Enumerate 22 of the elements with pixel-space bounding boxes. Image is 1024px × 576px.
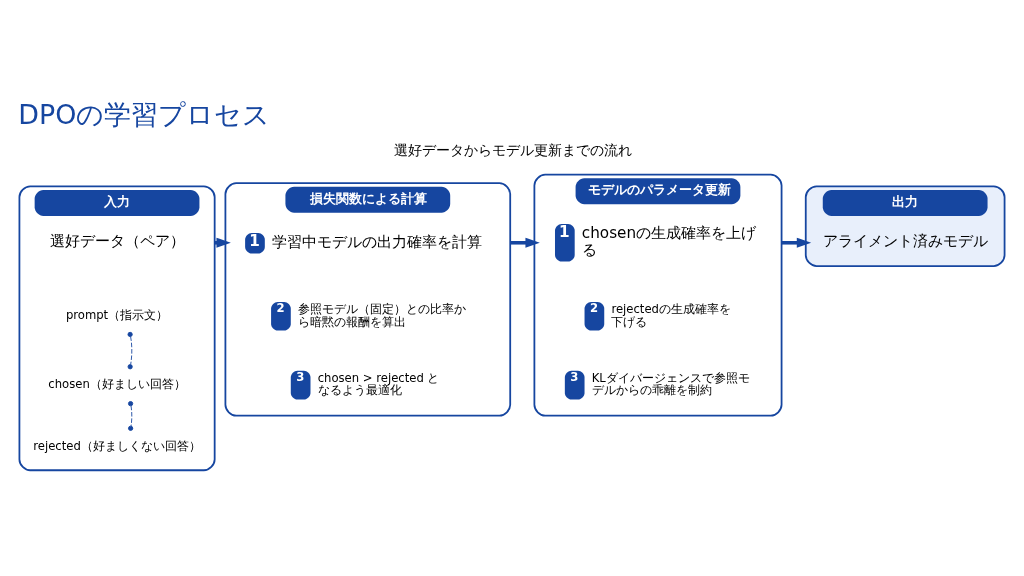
- arrow: [781, 237, 812, 248]
- diagram-title: DPOの学習プロセス: [18, 98, 271, 130]
- node-text: chosen（好ましい回答）: [48, 377, 186, 392]
- node-box: 2: [271, 301, 291, 331]
- node-box: 3: [290, 370, 311, 400]
- node-text: アライメント済みモデル: [822, 232, 988, 251]
- node-box: 1: [555, 223, 575, 262]
- node-text: 選好データ（ペア）: [49, 232, 185, 251]
- node-label: rejectedの生成確率を下げる: [611, 301, 731, 329]
- node-label: 学習中モデルの出力確率を計算: [271, 232, 482, 251]
- node-text: prompt（指示文）: [65, 308, 169, 323]
- node-box: 3: [564, 370, 585, 400]
- connector: [128, 401, 134, 431]
- node-box: 2: [584, 301, 605, 331]
- node-label: chosenの生成確率を上げる: [581, 223, 757, 259]
- label: 選好データからモデル更新までの流れ: [393, 141, 632, 158]
- node-text: rejected（好ましくない回答）: [33, 439, 201, 454]
- node-label: chosen > rejected となるよう最適化: [317, 370, 440, 398]
- node-label: KLダイバージェンスで参照モデルからの乖離を制約: [591, 370, 750, 398]
- connector: [127, 331, 133, 370]
- arrow: [510, 237, 540, 248]
- node-label: 参照モデル（固定）との比率から暗黙の報酬を算出: [297, 301, 466, 329]
